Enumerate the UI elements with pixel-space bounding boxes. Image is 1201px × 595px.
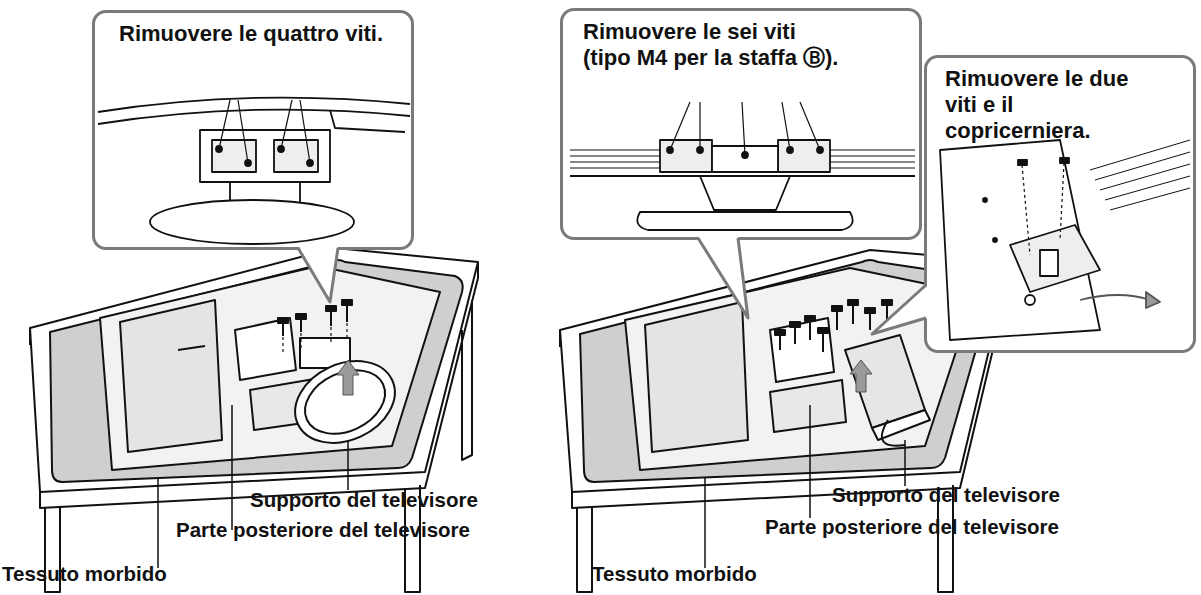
tv-hatching xyxy=(1090,140,1190,210)
callout-tail xyxy=(872,285,926,334)
tv-stand xyxy=(845,335,925,428)
tv-edge xyxy=(98,110,410,124)
callout-text: Rimuovere le due viti e il copricerniera… xyxy=(945,66,1150,144)
rotate-arrow xyxy=(882,420,905,446)
tv-stand xyxy=(295,358,396,446)
screw-group xyxy=(775,300,892,352)
callout-tail xyxy=(298,248,338,302)
table-edge xyxy=(29,328,31,345)
callout-text: Rimuovere le quattro viti. xyxy=(119,21,404,47)
table-top xyxy=(30,248,478,492)
callout-tail xyxy=(698,238,748,318)
callout-text: Rimuovere le sei viti (tipo M4 per la st… xyxy=(583,19,845,71)
part-label: Supporto del televisore xyxy=(832,483,1060,507)
stand-base xyxy=(150,200,354,244)
tv-panel xyxy=(770,318,834,382)
tv-stand xyxy=(282,346,408,459)
tv-stand xyxy=(872,410,930,440)
tv-panel xyxy=(645,302,748,452)
table-leg xyxy=(462,300,472,460)
stand-bracket xyxy=(200,130,330,182)
part-label: Parte posteriore del televisore xyxy=(176,518,470,542)
tv-edge xyxy=(98,98,410,112)
tv-back xyxy=(100,266,440,470)
lift-arrow xyxy=(850,360,872,392)
part-label: Tessuto morbido xyxy=(592,562,757,586)
table-edge xyxy=(559,330,561,347)
part-label: Supporto del televisore xyxy=(250,488,478,512)
leader-line xyxy=(157,478,159,568)
callout-box: Rimuovere le sei viti (tipo M4 per la st… xyxy=(560,8,922,240)
table-edge xyxy=(40,262,478,508)
stand-bracket xyxy=(778,140,830,172)
callout-box: Rimuovere le quattro viti. xyxy=(92,10,414,250)
part-label: Parte posteriore del televisore xyxy=(765,515,1059,539)
lift-arrow xyxy=(337,360,359,395)
tv-panel xyxy=(235,318,296,380)
tv-back xyxy=(940,140,1100,340)
stand-bracket xyxy=(660,140,712,172)
hinge-cover xyxy=(1010,225,1100,292)
stand-neck xyxy=(300,338,350,368)
table-leg xyxy=(577,506,592,592)
tv-hatching xyxy=(570,150,915,168)
leader-line xyxy=(347,440,349,490)
tv-panel xyxy=(250,378,325,430)
screw-group xyxy=(278,300,352,336)
leader-line xyxy=(809,405,811,518)
leader-line xyxy=(704,478,706,568)
tv-detail xyxy=(178,346,205,350)
part-label: Tessuto morbido xyxy=(2,562,167,586)
stand-base xyxy=(637,212,852,230)
tv-panel xyxy=(770,380,846,432)
leader-line xyxy=(231,405,233,530)
tv-panel xyxy=(120,300,222,452)
soft-cloth xyxy=(50,260,463,482)
callout-box: Rimuovere le due viti e il copricerniera… xyxy=(924,55,1196,353)
stand-neck xyxy=(700,176,790,210)
leader-line xyxy=(904,440,906,486)
tv-back xyxy=(625,268,975,470)
